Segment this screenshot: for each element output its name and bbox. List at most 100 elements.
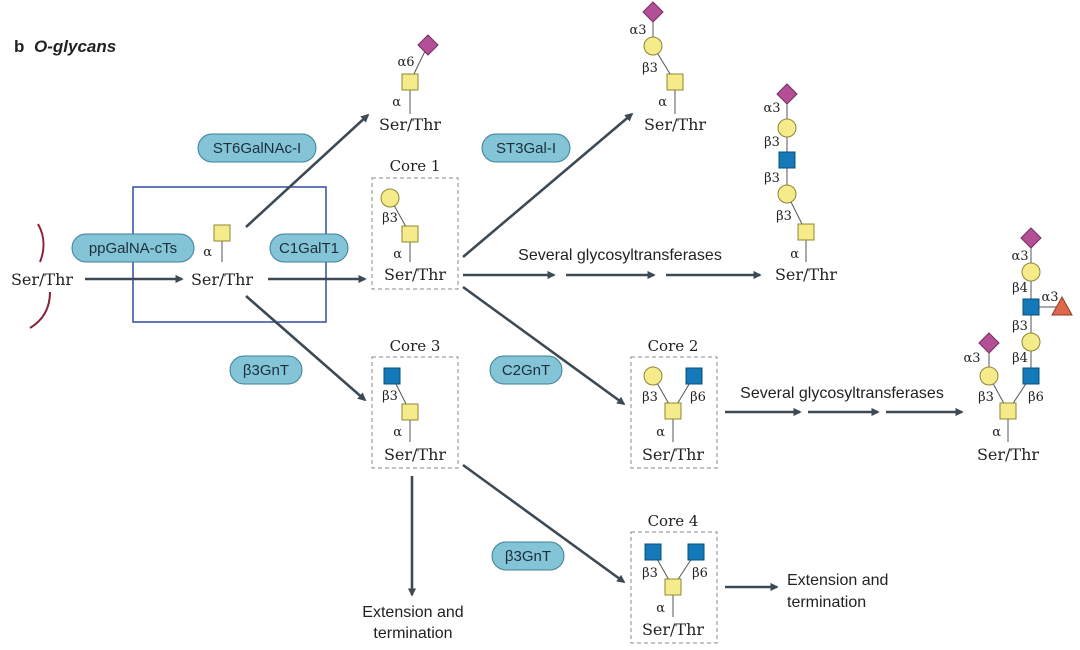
svg-text:C1GalT1: C1GalT1	[279, 240, 339, 257]
galnac-square-icon	[401, 225, 419, 243]
svg-text:β3: β3	[764, 135, 780, 150]
ser-thr-labels: Ser/Thr Ser/Thr Ser/Thr Ser/Thr Ser/Thr …	[11, 115, 1039, 639]
sialic-acid-diamond-icon	[642, 1, 664, 23]
extended-core2-glycan: α3 β3 β6 β4 β3 α3 β4 α3 α	[963, 227, 1073, 442]
core3-glycan: β3 α	[382, 367, 419, 442]
glcnac-square-icon	[687, 543, 705, 561]
core2-glycan: β3 β6 α	[642, 366, 706, 442]
svg-text:β3: β3	[642, 61, 658, 76]
svg-text:α3: α3	[963, 351, 980, 366]
protein-backbone-top	[37, 223, 45, 263]
several-glyco-text-top: Several glycosyltransferases	[518, 247, 722, 264]
galactose-circle-icon	[777, 184, 797, 204]
ser-thr-core2: Ser/Thr	[642, 445, 704, 464]
enzyme-st6galnac-i: ST6GalNAc-I	[197, 133, 317, 163]
svg-text:β3GnT: β3GnT	[505, 548, 551, 565]
svg-text:α3: α3	[1011, 249, 1028, 264]
galnac-square-icon	[666, 73, 684, 91]
glcnac-square-icon	[1022, 298, 1040, 316]
svg-text:β3: β3	[642, 390, 658, 405]
ser-thr-core4: Ser/Thr	[642, 620, 704, 639]
svg-text:α3: α3	[1041, 290, 1058, 305]
galactose-circle-icon	[380, 188, 400, 208]
svg-text:β6: β6	[692, 566, 708, 581]
panel-letter: b	[14, 37, 24, 56]
ser-thr-sialyl-tn: Ser/Thr	[379, 115, 441, 134]
extension-core3-line2: termination	[373, 625, 452, 642]
enzyme-c1galt1: C1GalT1	[269, 233, 349, 263]
extension-core4-line1: Extension and	[787, 572, 888, 589]
core2-box	[630, 356, 718, 469]
extended-core1-glycan: α3 β3 β3 β3 α	[763, 83, 815, 262]
extension-core3-line1: Extension and	[362, 604, 463, 621]
glcnac-square-icon	[685, 367, 703, 385]
ser-thr-tn: Ser/Thr	[191, 270, 253, 289]
pathway-arrows	[85, 112, 964, 597]
glcnac-square-icon	[778, 151, 796, 169]
galactose-circle-icon	[777, 118, 797, 138]
galnac-square-icon	[401, 73, 419, 91]
extension-core4-line2: termination	[787, 594, 866, 611]
arrow-to-sialyl-tn	[245, 113, 370, 228]
galnac-square-icon	[401, 403, 419, 421]
sialic-acid-diamond-icon	[417, 34, 439, 56]
galnac-square-icon	[797, 223, 815, 241]
ser-thr-core3: Ser/Thr	[384, 445, 446, 464]
arrow-to-core2	[462, 285, 626, 406]
svg-text:C2GnT: C2GnT	[502, 362, 550, 379]
svg-text:β3GnT: β3GnT	[243, 362, 289, 379]
svg-text:α: α	[392, 95, 401, 110]
sialyl-tn-glycan: α6 α	[392, 34, 439, 114]
galnac-square-icon	[664, 578, 682, 596]
sialic-acid-diamond-icon	[978, 332, 1000, 354]
svg-text:α: α	[393, 425, 402, 440]
core4-box	[630, 531, 718, 644]
glcnac-square-icon	[644, 543, 662, 561]
sialyl-t-glycan: α3 β3 α	[629, 1, 684, 114]
svg-text:β3: β3	[978, 390, 994, 405]
glcnac-square-icon	[1022, 367, 1040, 385]
svg-text:β4: β4	[1012, 351, 1028, 366]
svg-text:α: α	[658, 95, 667, 110]
svg-text:β3: β3	[382, 211, 398, 226]
svg-text:β3: β3	[776, 209, 792, 224]
core1-label: Core 1	[390, 157, 441, 175]
svg-text:α: α	[656, 601, 665, 616]
svg-text:β6: β6	[690, 390, 706, 405]
svg-text:ST6GalNAc-I: ST6GalNAc-I	[213, 140, 301, 157]
enzyme-c2gnt: C2GnT	[489, 355, 563, 385]
ser-thr-core1: Ser/Thr	[384, 265, 446, 284]
enzyme-b3gnt-core4: β3GnT	[491, 541, 565, 571]
sialic-acid-diamond-icon	[1020, 227, 1042, 249]
arrow-to-core3	[245, 295, 367, 402]
svg-text:β3: β3	[642, 566, 658, 581]
svg-text:ppGalNA-cTs: ppGalNA-cTs	[89, 240, 177, 257]
svg-text:α3: α3	[629, 23, 646, 38]
arrow-to-sialyl-t	[462, 112, 634, 258]
svg-text:α3: α3	[763, 101, 780, 116]
core3-label: Core 3	[390, 337, 441, 355]
svg-text:β3: β3	[382, 389, 398, 404]
galnac-square-icon	[213, 224, 231, 242]
enzyme-b3gnt-core3: β3GnT	[229, 355, 303, 385]
tn-antigen-glycan: α	[203, 224, 231, 262]
svg-text:ST3Gal-I: ST3Gal-I	[496, 140, 556, 157]
arrow-to-core4	[462, 463, 626, 584]
svg-text:α: α	[393, 247, 402, 262]
svg-text:α: α	[656, 425, 665, 440]
ser-thr-sialyl-t: Ser/Thr	[644, 115, 706, 134]
galactose-circle-icon	[979, 366, 999, 386]
svg-text:β6: β6	[1028, 390, 1044, 405]
ser-thr-start: Ser/Thr	[11, 270, 73, 289]
several-glyco-text-mid: Several glycosyltransferases	[740, 385, 944, 402]
protein-backbone-bottom	[29, 291, 51, 329]
core1-box	[371, 177, 459, 290]
galactose-circle-icon	[1021, 262, 1041, 282]
core4-label: Core 4	[648, 512, 699, 530]
core2-label: Core 2	[648, 337, 699, 355]
galactose-circle-icon	[643, 366, 663, 386]
ser-thr-extended-core1: Ser/Thr	[775, 265, 837, 284]
galnac-square-icon	[664, 402, 682, 420]
